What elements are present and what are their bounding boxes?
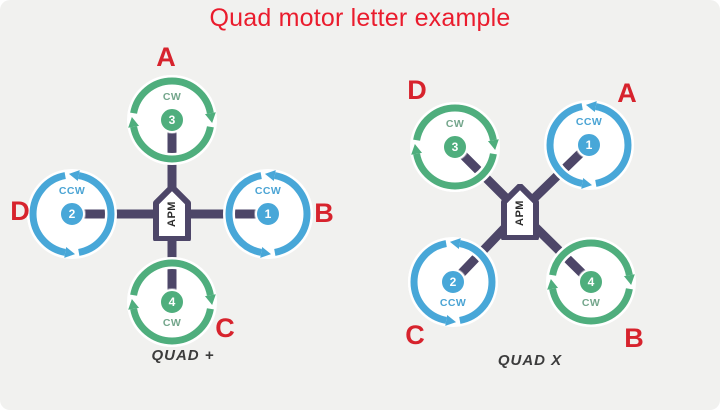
motor-number-badge: 2: [440, 269, 466, 295]
apm-body-shape: [153, 185, 191, 241]
motor-letter: A: [617, 78, 637, 108]
motor-number-badge: 3: [159, 107, 185, 133]
motor-letter: B: [314, 198, 334, 228]
rotation-label: CW: [162, 317, 182, 329]
rotation-label: CW: [445, 118, 465, 130]
rotation-label: CW: [162, 91, 182, 103]
apm-label: APM: [166, 201, 178, 227]
quadplus-caption: QUAD +: [151, 347, 215, 364]
motor-letter: D: [407, 75, 427, 105]
apm-flight-controller: APM: [501, 184, 539, 240]
motor-letter: A: [156, 42, 176, 72]
rotation-cw-icon: [546, 237, 636, 327]
rotation-ccw-icon: [27, 169, 117, 259]
motor-number-badge: 4: [159, 289, 185, 315]
rotation-label: CW: [581, 297, 601, 309]
rotation-label: CCW: [575, 116, 603, 128]
rotation-cw-icon: [127, 75, 217, 165]
motor-letter: C: [405, 320, 425, 350]
quadx-caption: QUAD X: [497, 352, 563, 369]
rotation-ccw-icon: [544, 100, 634, 190]
rotation-label: CCW: [58, 185, 86, 197]
rotation-label: CCW: [439, 297, 467, 309]
motor-number-badge: 3: [442, 134, 468, 160]
motor-number-badge: 1: [255, 201, 281, 227]
motor-letter: D: [10, 196, 30, 226]
apm-body-shape: [501, 184, 539, 240]
rotation-ccw-icon: [408, 237, 498, 327]
motor-letter: C: [215, 313, 235, 343]
rotation-cw-icon: [127, 257, 217, 347]
page-title: Quad motor letter example: [209, 4, 511, 32]
apm-label: APM: [514, 200, 526, 226]
apm-flight-controller: APM: [153, 185, 191, 241]
motor-letter: B: [624, 323, 644, 353]
rotation-label: CCW: [254, 185, 282, 197]
rotation-cw-icon: [410, 102, 500, 192]
motor-number-badge: 2: [59, 201, 85, 227]
motor-number-badge: 1: [576, 132, 602, 158]
motor-number-badge: 4: [578, 269, 604, 295]
rotation-ccw-icon: [223, 169, 313, 259]
